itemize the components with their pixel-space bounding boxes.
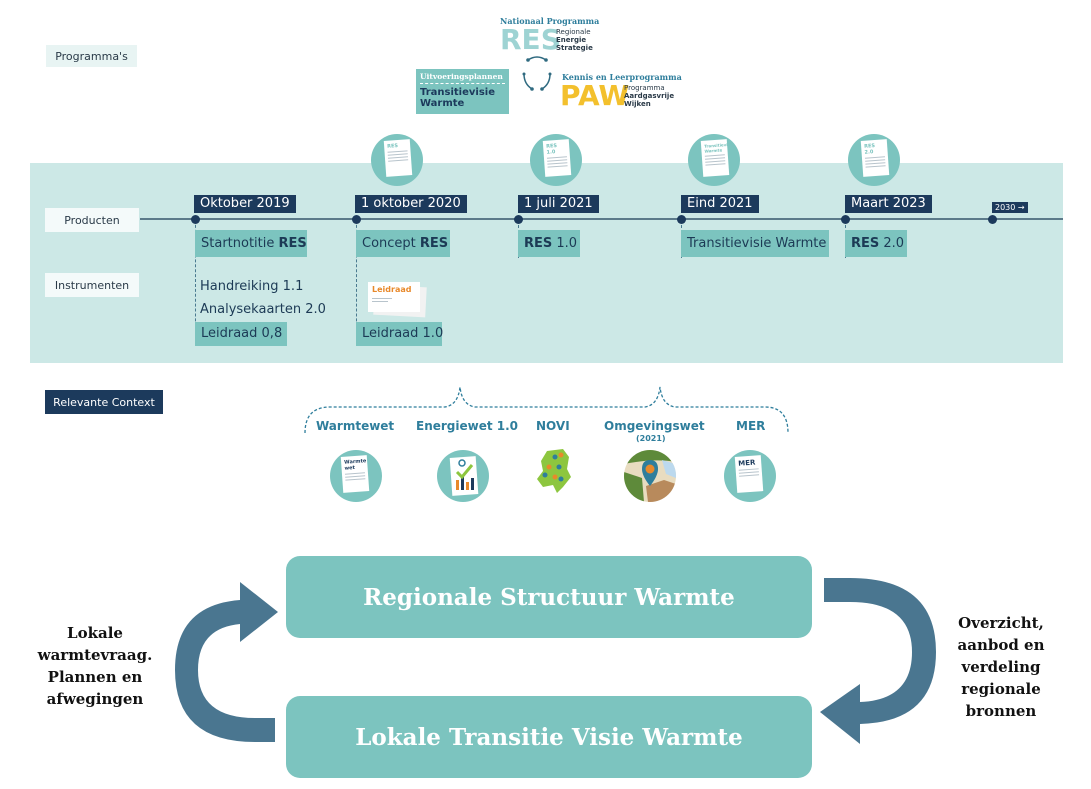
energiewet-chart-check-icon	[437, 450, 489, 502]
product-startnotitie-res: Startnotitie RES	[195, 230, 307, 257]
novi-netherlands-map-icon	[537, 449, 571, 493]
doc-title: Transitievisie Warmte	[703, 141, 735, 154]
leidraad-document-icon: Leidraad	[368, 282, 427, 318]
product-text: Startnotitie	[201, 236, 279, 251]
product-concept-res: Concept RES	[356, 230, 450, 257]
right-text-line: aanbod en	[957, 636, 1045, 654]
transitievisie-document-icon: Transitievisie Warmte	[688, 134, 740, 186]
milestone-date: 1 oktober 2020	[355, 195, 467, 213]
context-sub-omgevingswet: (2021)	[636, 434, 666, 443]
milestone-date: Eind 2021	[681, 195, 759, 213]
doc-title: RES	[386, 142, 399, 150]
left-cycle-text: Lokale warmtevraag. Plannen en afweginge…	[30, 622, 160, 710]
context-label-mer: MER	[736, 419, 766, 433]
product-text: Concept	[362, 236, 420, 251]
instrument-leidraad-1-0: Leidraad 1.0	[356, 322, 443, 346]
res-2-document-icon: RES 2.0	[848, 134, 900, 186]
milestone-dot	[514, 215, 523, 224]
context-label-novi: NOVI	[536, 419, 570, 433]
concept-res-document-icon: RES	[371, 134, 423, 186]
milestone-dot	[988, 215, 997, 224]
milestone-date: Maart 2023	[845, 195, 932, 213]
producten-label: Producten	[45, 208, 139, 232]
instrument-handreiking: Handreiking 1.1	[200, 279, 304, 294]
doc-title: RES 2.0	[863, 142, 876, 156]
upward-curved-arrow-icon	[175, 582, 278, 742]
omgevingswet-map-pin-icon	[624, 450, 676, 502]
res-subtitle: Regionale Energie Strategie	[556, 28, 593, 52]
milestone-date: 1 juli 2021	[518, 195, 599, 213]
right-text-line: verdeling	[961, 658, 1041, 676]
context-label-warmtewet: Warmtewet	[316, 419, 395, 433]
paw-logo: Kennis en Leerprogramma PAW Programma Aa…	[558, 72, 688, 114]
product-res-1: RES 1.0	[518, 230, 580, 257]
res-line2: Energie	[556, 36, 587, 44]
warmtewet-document-icon: Warmte wet	[330, 450, 382, 502]
leidraad-doc-title: Leidraad	[372, 285, 412, 294]
res-1-document-icon: RES 1.0	[530, 134, 582, 186]
product-bold: RES	[278, 236, 307, 251]
paw-superscript: Kennis en Leerprogramma	[562, 72, 682, 82]
paw-line2: Aardgasvrije	[624, 92, 675, 100]
context-label-energiewet: Energiewet 1.0	[416, 419, 519, 433]
product-bold: RES	[851, 236, 880, 251]
uitvoeringsplannen-title: Transitievisie Warmte	[420, 87, 505, 109]
left-text-line: Lokale	[67, 624, 123, 642]
instrument-leidraad-0-8: Leidraad 0,8	[195, 322, 287, 346]
lokale-transitie-visie-warmte-box: Lokale Transitie Visie Warmte	[286, 696, 812, 778]
right-cycle-text: Overzicht, aanbod en verdeling regionale…	[945, 612, 1057, 722]
res-logo: Nationaal Programma RES Regionale Energi…	[498, 16, 608, 60]
paw-line3: Wijken	[624, 100, 651, 108]
context-brace	[304, 386, 789, 434]
mer-document-icon: MER	[724, 450, 776, 502]
downward-curved-arrow-icon	[820, 578, 936, 744]
programmas-label: Programma's	[46, 45, 137, 67]
res-line3: Strategie	[556, 44, 593, 52]
res-acronym: RES	[500, 23, 561, 56]
doc-title: Warmte wet	[343, 458, 367, 472]
right-text-line: bronnen	[965, 702, 1037, 720]
uitvoering-line1: Transitievisie	[420, 87, 495, 98]
doc-title: RES 1.0	[545, 142, 558, 156]
instrumenten-label: Instrumenten	[45, 273, 139, 297]
cycle-arrows-icon	[522, 56, 552, 91]
instrument-analysekaarten: Analysekaarten 2.0	[200, 302, 326, 317]
milestone-dot	[191, 215, 200, 224]
product-transitievisie-warmte: Transitievisie Warmte	[681, 230, 829, 257]
right-text-line: regionale	[961, 680, 1041, 698]
left-text-line: afwegingen	[46, 690, 144, 708]
regionale-structuur-warmte-box: Regionale Structuur Warmte	[286, 556, 812, 638]
left-text-line: warmtevraag.	[37, 646, 153, 664]
res-line1: Regionale	[556, 28, 591, 36]
product-bold: RES	[419, 236, 449, 251]
doc-title: MER	[737, 458, 756, 468]
paw-line1: Programma	[624, 84, 665, 92]
paw-subtitle: Programma Aardgasvrije Wijken	[624, 84, 674, 108]
milestone-dot	[677, 215, 686, 224]
milestone-dot	[352, 215, 361, 224]
relevante-context-label: Relevante Context	[45, 390, 163, 414]
uitvoeringsplannen-header: Uitvoeringsplannen	[420, 72, 505, 84]
milestone-dot	[841, 215, 850, 224]
product-bold: RES	[524, 236, 553, 251]
timeline-axis	[140, 218, 1063, 220]
product-text: Transitievisie Warmte	[687, 236, 827, 251]
context-label-omgevingswet: Omgevingswet	[604, 419, 705, 433]
product-text: 1.0	[552, 236, 578, 251]
left-text-line: Plannen en	[47, 668, 143, 686]
paw-acronym: PAW	[560, 79, 630, 112]
milestone-date: Oktober 2019	[194, 195, 296, 213]
res-superscript: Nationaal Programma	[500, 16, 600, 26]
right-text-line: Overzicht,	[958, 614, 1044, 632]
milestone-date-2030: 2030 →	[992, 202, 1028, 213]
milestone-line	[195, 220, 196, 346]
timeline-band	[30, 163, 1063, 363]
uitvoering-line2: Warmte	[420, 98, 465, 109]
product-text: 2.0	[879, 236, 905, 251]
uitvoeringsplannen-box: Uitvoeringsplannen Transitievisie Warmte	[416, 69, 509, 114]
milestone-line	[356, 220, 357, 346]
product-res-2: RES 2.0	[845, 230, 907, 257]
